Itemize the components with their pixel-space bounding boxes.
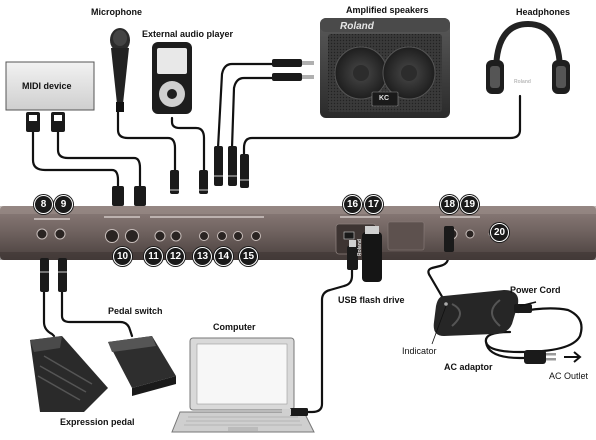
speaker-model-badge: KC: [379, 95, 390, 102]
label-ac-adaptor: AC adaptor: [444, 362, 493, 372]
audio-plugs: [170, 146, 249, 194]
label-external-audio-player: External audio player: [142, 29, 234, 39]
computer-graphic: [171, 337, 315, 433]
label-power-cord: Power Cord: [510, 285, 561, 295]
headphones-graphic: [486, 20, 570, 94]
midi-cable-in: [56, 129, 142, 190]
microphone-graphic: [110, 28, 130, 112]
label-pedal-switch: Pedal switch: [108, 306, 163, 316]
callout-11: 11: [144, 247, 163, 266]
callout-18: 18: [440, 195, 459, 214]
label-microphone: Microphone: [91, 7, 142, 17]
label-amplified-speakers: Amplified speakers: [346, 5, 429, 15]
usb-flash-drive-graphic: [362, 226, 382, 282]
midi-cable-out: [31, 129, 120, 190]
speaker-plugs: [272, 59, 314, 81]
audio-player-graphic: [152, 42, 192, 114]
microphone-cable: [116, 108, 177, 174]
label-midi-device: MIDI device: [22, 81, 72, 91]
callout-17: 17: [364, 195, 383, 214]
callout-19: 19: [460, 195, 479, 214]
ac-outlet-cable: [484, 340, 528, 360]
callout-8: 8: [34, 195, 53, 214]
ac-adaptor-cable: [427, 228, 450, 302]
speaker-cable-left: [216, 62, 274, 150]
ac-plug-graphic: [524, 350, 556, 364]
label-ac-outlet: AC Outlet: [549, 371, 589, 381]
amplified-speakers-graphic: [320, 18, 450, 118]
ac-adaptor-graphic: [433, 290, 519, 336]
pedal-switch-cable: [60, 290, 134, 338]
midi-plugs: [112, 186, 146, 206]
pedal-switch-graphic: [108, 336, 176, 396]
label-usb-flash-drive: USB flash drive: [338, 295, 405, 305]
callout-20: 20: [490, 223, 509, 242]
power-cord-cable: [484, 307, 583, 354]
callout-14: 14: [214, 247, 233, 266]
callout-13: 13: [193, 247, 212, 266]
usb-computer-cable: [306, 266, 354, 414]
callout-10: 10: [113, 247, 132, 266]
player-cable: [170, 116, 206, 174]
speaker-cable-right: [230, 76, 274, 150]
expression-pedal-graphic: [30, 336, 108, 412]
label-computer: Computer: [213, 322, 256, 332]
headphones-brand: Roland: [514, 79, 531, 85]
label-indicator: Indicator: [402, 346, 437, 356]
callout-12: 12: [166, 247, 185, 266]
callout-15: 15: [239, 247, 258, 266]
midi-device-box: [5, 61, 95, 111]
headphones-cable: [242, 94, 522, 158]
label-headphones: Headphones: [516, 7, 571, 17]
speaker-brand-logo: Roland: [340, 21, 374, 32]
callout-9: 9: [54, 195, 73, 214]
expression-pedal-cable: [42, 288, 56, 338]
flash-drive-logo: Roland: [357, 239, 363, 256]
label-expression-pedal: Expression pedal: [60, 417, 135, 427]
callout-16: 16: [343, 195, 362, 214]
